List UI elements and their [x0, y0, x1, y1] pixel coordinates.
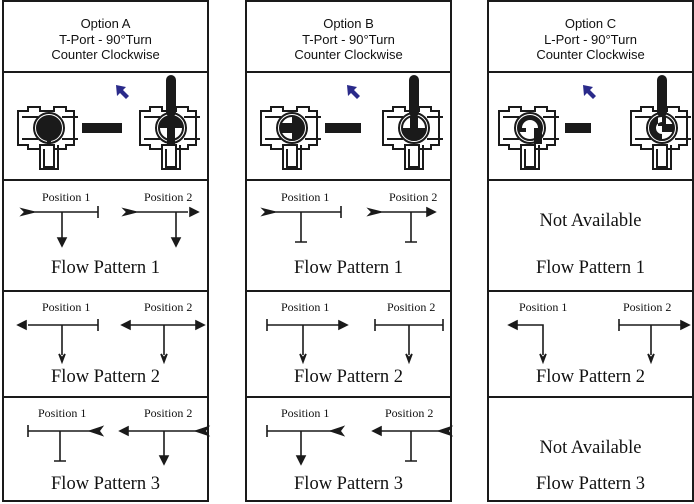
rotation-direction-label: Counter Clockwise	[51, 47, 160, 62]
valve-handle-position-2	[409, 75, 419, 117]
flow-diagram-svg	[260, 206, 437, 243]
option-a-header: Option A T-Port - 90°Turn Counter Clockw…	[4, 2, 207, 73]
ball-bore-position-1	[280, 116, 304, 140]
option-b-column: Option B T-Port - 90°Turn Counter Clockw…	[245, 0, 454, 504]
position-1-label: Position 1	[281, 406, 330, 420]
flow-diagram-svg	[507, 319, 691, 365]
option-a-flow-pattern-3: Position 1 Position 2 Flow Pattern 3	[4, 398, 211, 504]
flow-pattern-label: Flow Pattern 1	[51, 258, 160, 278]
flow-diagram-svg	[16, 319, 206, 365]
rotation-direction-label: Counter Clockwise	[294, 47, 403, 62]
option-c-header: Option C L-Port - 90°Turn Counter Clockw…	[489, 2, 692, 73]
not-available-label: Not Available	[539, 438, 642, 458]
flow-diagram-svg	[19, 206, 200, 248]
option-c-column: Option C L-Port - 90°Turn Counter Clockw…	[487, 0, 694, 502]
position-2-label: Position 2	[144, 406, 193, 420]
position-1-label: Position 1	[42, 300, 91, 314]
option-b-flow-pattern-1: Position 1 Position 2 Flow Pattern 1	[247, 181, 450, 292]
ball-bore-position-2	[402, 116, 426, 140]
valve-body-position-1	[498, 106, 559, 170]
flow-pattern-label: Flow Pattern 3	[536, 474, 645, 494]
valve-illustration-svg	[498, 75, 691, 170]
position-2-label: Position 2	[623, 300, 672, 314]
position-1-label: Position 1	[38, 406, 87, 420]
valve-illustration-svg	[17, 75, 200, 170]
port-type-label: T-Port - 90°Turn	[59, 31, 152, 47]
position-2-label: Position 2	[387, 300, 436, 314]
option-c-flow-pattern-2: Position 1 Position 2 Flow Pattern 2	[489, 292, 692, 398]
valve-body-position-1	[260, 106, 321, 170]
option-title: Option C	[564, 16, 617, 31]
port-type-label: L-Port - 90°Turn	[544, 31, 637, 47]
flow-pattern-label: Flow Pattern 2	[536, 367, 645, 387]
ball-bore-position-1	[518, 116, 542, 144]
option-a-valve-illustration	[4, 73, 207, 181]
position-1-label: Position 1	[42, 190, 91, 204]
option-title: Option A	[80, 16, 131, 31]
flow-pattern-label: Flow Pattern 1	[294, 258, 403, 278]
flow-diagram-svg	[266, 319, 444, 365]
option-a-column: Option A T-Port - 90°Turn Counter Clockw…	[2, 0, 211, 504]
position-1-label: Position 1	[519, 300, 568, 314]
ball-bore-position-1	[37, 116, 61, 145]
option-c-flow-pattern-1: Not Available Flow Pattern 1	[489, 181, 692, 292]
valve-handle-position-1	[82, 123, 122, 133]
rotation-arrow-icon	[116, 85, 129, 99]
flow-pattern-label: Flow Pattern 3	[51, 474, 160, 494]
valve-handle-position-2	[657, 75, 667, 117]
valve-handle-position-2	[166, 75, 176, 117]
option-title: Option B	[323, 16, 374, 31]
not-available-label: Not Available	[539, 211, 642, 231]
rotation-arrow-icon	[583, 85, 596, 99]
valve-handle-position-1	[325, 123, 361, 133]
option-c-valve-illustration	[489, 73, 692, 181]
rotation-arrow-icon	[347, 85, 360, 99]
flow-diagram-svg	[27, 425, 211, 466]
position-1-label: Position 1	[281, 190, 330, 204]
option-b-valve-illustration	[247, 73, 450, 181]
option-c-flow-pattern-3: Not Available Flow Pattern 3	[489, 398, 692, 504]
position-2-label: Position 2	[385, 406, 434, 420]
flow-pattern-label: Flow Pattern 2	[51, 367, 160, 387]
option-b-flow-pattern-2: Position 1 Position 2 Flow Pattern 2	[247, 292, 450, 398]
position-2-label: Position 2	[144, 300, 193, 314]
flow-pattern-label: Flow Pattern 2	[294, 367, 403, 387]
ball-bore-position-2	[159, 116, 183, 146]
position-2-label: Position 2	[144, 190, 193, 204]
option-a-flow-pattern-2: Position 1 Position 2 Flow Pattern 2	[4, 292, 207, 398]
option-b-flow-pattern-3: Position 1 Position 2 Flow Pattern 3	[247, 398, 454, 504]
position-2-label: Position 2	[389, 190, 438, 204]
flow-pattern-label: Flow Pattern 1	[536, 258, 645, 278]
ball-bore-position-2	[650, 116, 674, 140]
rotation-direction-label: Counter Clockwise	[536, 47, 645, 62]
flow-pattern-label: Flow Pattern 3	[294, 474, 403, 494]
option-a-flow-pattern-1: Position 1 Position 2 Flow Pattern 1	[4, 181, 207, 292]
valve-illustration-svg	[260, 75, 443, 170]
valve-handle-position-1	[565, 123, 591, 133]
flow-diagram-svg	[266, 425, 454, 466]
port-type-label: T-Port - 90°Turn	[302, 31, 395, 47]
option-b-header: Option B T-Port - 90°Turn Counter Clockw…	[247, 2, 450, 73]
position-1-label: Position 1	[281, 300, 330, 314]
